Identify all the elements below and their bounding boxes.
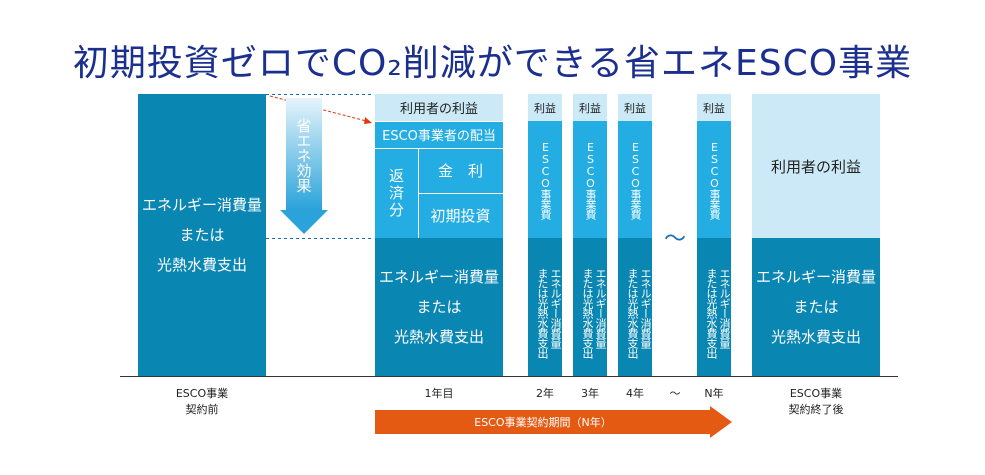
divider xyxy=(375,121,503,122)
axis-label-tilde: ～ xyxy=(669,387,681,400)
year4-esco-fee: ESCO事業費 xyxy=(618,121,652,238)
year2-cost-bar: エネルギー消費量 または光熱水費支出 xyxy=(528,238,562,376)
axis-label-year3: 3年 xyxy=(581,387,599,400)
contract-period-arrowhead xyxy=(710,406,732,438)
after-user-profit: 利用者の利益 xyxy=(752,94,880,238)
year3-cost-bar: エネルギー消費量 または光熱水費支出 xyxy=(573,238,607,376)
effect-arrow-head xyxy=(280,210,328,234)
year4-profit: 利益 xyxy=(618,94,652,121)
baseline xyxy=(120,376,898,377)
axis-label-year2: 2年 xyxy=(536,387,554,400)
after-cost-bar: エネルギー消費量 または 光熱水費支出 xyxy=(752,238,880,376)
yearN-profit: 利益 xyxy=(697,94,731,121)
year1-repayment: 返済分 xyxy=(375,148,418,238)
year1-cost-bar: エネルギー消費量 または 光熱水費支出 xyxy=(375,238,503,376)
axis-label-year1: 1年目 xyxy=(424,387,454,400)
year1-user-profit: 利用者の利益 xyxy=(375,94,503,121)
axis-label-year4: 4年 xyxy=(626,387,644,400)
effect-label: 省エネ効果 xyxy=(294,118,313,193)
yearN-esco-fee: ESCO事業費 xyxy=(697,121,731,238)
page-title: 初期投資ゼロでCO₂削減ができる省エネESCO事業 xyxy=(72,43,913,84)
year2-profit: 利益 xyxy=(528,94,562,121)
year2-esco-fee: ESCO事業費 xyxy=(528,121,562,238)
tilde-mark: ～ xyxy=(663,227,686,252)
contract-period-bar: ESCO事業契約期間（N年） xyxy=(375,410,711,434)
year1-initial-investment: 初期投資 xyxy=(418,193,503,238)
red-pointer-head xyxy=(364,117,372,124)
divider xyxy=(418,193,503,194)
axis-label-yearN: N年 xyxy=(704,387,724,400)
year1-esco-share: ESCO事業者の配当 xyxy=(375,121,503,148)
year1-interest: 金 利 xyxy=(418,148,503,193)
effect-arrow-shaft xyxy=(286,98,322,210)
year4-cost-bar: エネルギー消費量 または光熱水費支出 xyxy=(618,238,652,376)
axis-label-before: ESCO事業 契約前 xyxy=(175,387,229,416)
axis-label-after: ESCO事業 契約終了後 xyxy=(788,387,844,416)
before-cost-bar: エネルギー消費量 または 光熱水費支出 xyxy=(138,94,266,376)
yearN-cost-bar: エネルギー消費量 または光熱水費支出 xyxy=(697,238,731,376)
divider xyxy=(375,148,503,149)
year3-profit: 利益 xyxy=(573,94,607,121)
year3-esco-fee: ESCO事業費 xyxy=(573,121,607,238)
